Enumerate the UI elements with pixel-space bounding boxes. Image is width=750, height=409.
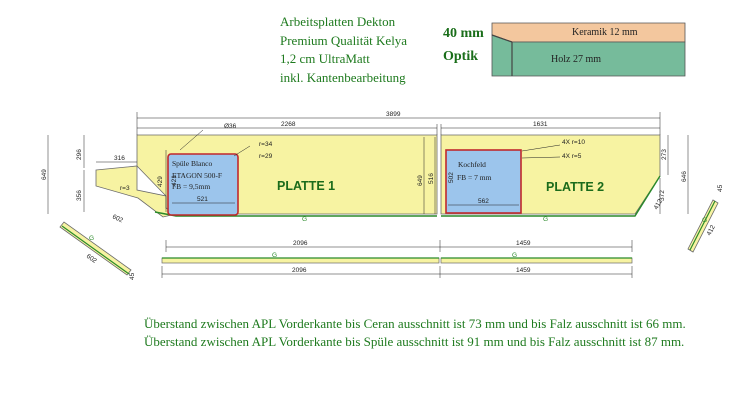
plate-1-label: PLATTE 1 — [277, 179, 335, 193]
cooktop-width-dim: 562 — [478, 198, 489, 205]
dim-plate-2-top: 1631 — [533, 121, 548, 128]
dim-radius-5: 4X r=5 — [562, 153, 582, 160]
sink-label-type: ETAGON 500-F — [172, 171, 222, 180]
dim-strip-plate-1: 2096 — [292, 267, 307, 274]
note-ceran: Überstand zwischen APL Vorderkante bis C… — [144, 316, 686, 331]
dim-right-273: 273 — [661, 149, 668, 160]
edge-strip-plate-2 — [440, 257, 633, 264]
front-edge-plate-1 — [154, 211, 437, 217]
dim-total-length: 3899 — [386, 111, 401, 118]
strip-left-angled — [59, 221, 132, 276]
dim-left-602: 602 — [111, 213, 124, 224]
dim-right-372: 372 — [659, 190, 666, 201]
cooktop-depth-dim: 502 — [448, 172, 455, 183]
dim-mid-516: 516 — [428, 173, 435, 184]
dim-429: 429 — [157, 176, 164, 187]
dim-mid-649: 649 — [417, 175, 424, 186]
dim-radius-3: r=3 — [120, 185, 130, 192]
plate-2-label: PLATTE 2 — [546, 180, 604, 194]
cooktop-label: Kochfeld — [458, 160, 486, 169]
cooktop-cutout — [445, 149, 522, 214]
edge-strip-1-g: G — [272, 252, 277, 259]
note-sink: Überstand zwischen APL Vorderkante bis S… — [144, 334, 685, 349]
strip-right-g: G — [702, 217, 707, 224]
dim-left-316: 316 — [114, 155, 125, 162]
ceramic-layer-label: Keramik 12 mm — [572, 27, 638, 38]
optik-thickness: 40 mm — [443, 26, 484, 41]
plate-1-edge-g: G — [302, 216, 307, 223]
header-line-material: Arbeitsplatten Dekton — [280, 14, 396, 29]
front-edge-plate-2 — [441, 175, 661, 217]
dim-hole-diameter: Ø36 — [224, 123, 237, 130]
layer-swatch: Keramik 12 mm Holz 27 mm — [491, 22, 686, 77]
edge-strip-2-g: G — [512, 252, 517, 259]
dim-bottom-plate-1: 2096 — [293, 240, 308, 247]
plate-2-edge-g: G — [543, 216, 548, 223]
sink-width-dim: 521 — [197, 196, 208, 203]
header-line-thickness: 1,2 cm UltraMatt — [280, 51, 370, 66]
header-line-edge: inkl. Kantenbearbeitung — [280, 69, 406, 85]
sink-cutout — [167, 153, 239, 216]
dim-plate-1-top: 2268 — [281, 121, 296, 128]
dim-radius-10: 4X r=10 — [562, 139, 585, 146]
dim-strip-plate-2: 1459 — [516, 267, 531, 274]
sink-label-fb: FB = 9,5mm — [172, 182, 210, 191]
header-line-quality: Premium Qualität Kelya — [280, 32, 408, 48]
dim-right-412: 412 — [653, 198, 665, 211]
sink-label-model: Spüle Blanco — [172, 159, 212, 168]
dim-radius-34: r=34 — [259, 141, 273, 148]
dim-left-296: 296 — [76, 149, 83, 160]
dim-strip-right-412: 412 — [706, 224, 717, 237]
dim-bottom-plate-2: 1459 — [516, 240, 531, 247]
header-block: Arbeitsplatten Dekton Premium Qualität K… — [280, 13, 407, 87]
dim-left-356: 356 — [76, 190, 83, 201]
wood-layer-label: Holz 27 mm — [551, 54, 601, 65]
dim-strip-right-45: 45 — [717, 184, 724, 192]
dim-421: 421 — [171, 175, 178, 186]
dim-strip-left-602: 602 — [85, 253, 98, 265]
dim-strip-left-45: 45 — [129, 272, 136, 280]
dim-left-649: 649 — [41, 169, 48, 180]
edge-strip-plate-1 — [161, 257, 440, 264]
dim-right-646: 646 — [681, 171, 688, 182]
cooktop-label-fb: FB = 7 mm — [457, 173, 492, 182]
dim-radius-29: r=29 — [259, 153, 273, 160]
strip-left-g: G — [89, 235, 94, 242]
optik-label: Optik — [443, 49, 479, 64]
